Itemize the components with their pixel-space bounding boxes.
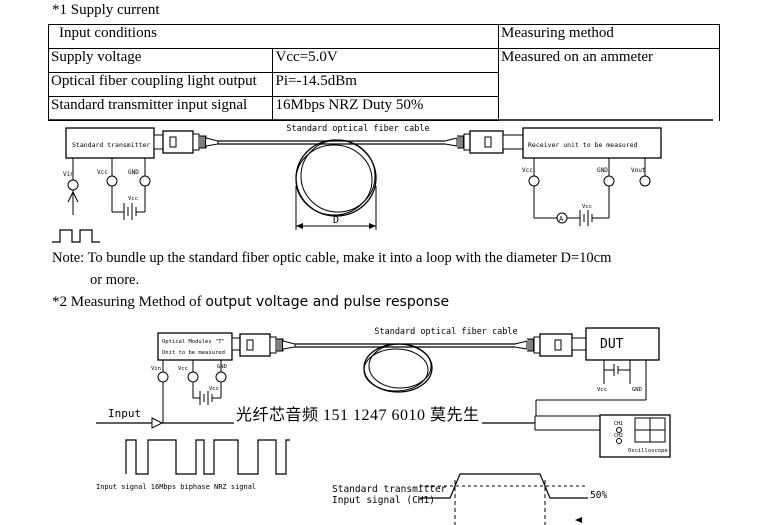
gnd-label-dut: GND	[632, 387, 642, 393]
row-label: Supply voltage	[47, 48, 274, 73]
supply-current-table: Input conditions Measuring method Supply…	[47, 24, 720, 121]
vcc-label-1: Vcc	[97, 169, 108, 176]
receiver-label: Receiver unit to be measured	[528, 141, 638, 149]
section2-heading-sans: output voltage and pulse response	[205, 294, 450, 310]
table-header-row: Input conditions Measuring method	[48, 24, 720, 49]
module-label-line1: Optical Modules "T"	[162, 339, 225, 345]
row-value: 16Mbps NRZ Duty 50%	[272, 96, 499, 121]
signal-caption: Input signal 16Mbps biphase NRZ signal	[96, 483, 256, 491]
section2-heading: *2 Measuring Method of output voltage an…	[52, 294, 449, 311]
arrow-icon	[575, 517, 582, 523]
method-cell: Measured on an ammeter	[498, 48, 720, 121]
ammeter-label: A	[559, 215, 564, 223]
row-value: Vcc=5.0V	[272, 48, 499, 73]
optical-module-box	[157, 332, 233, 361]
fifty-percent-label: 50%	[590, 490, 607, 501]
ch1-label: CH1	[614, 421, 623, 427]
receiver-pins	[528, 158, 651, 226]
timing-waveform	[420, 473, 588, 499]
gnd-label-2: GND	[217, 364, 227, 370]
pulse-train-1	[52, 229, 100, 243]
ch2-jack-icon	[616, 438, 622, 444]
standard-transmitter-box	[65, 127, 155, 159]
cable-label-1: Standard optical fiber cable	[286, 124, 429, 134]
fiber-loop-2	[363, 343, 433, 393]
header-measuring-method: Measuring method	[498, 24, 720, 49]
section1-heading: *1 Supply current	[52, 2, 160, 18]
header-input-conditions: Input conditions	[48, 24, 499, 49]
receiver-unit-box	[522, 127, 662, 159]
module-pins	[157, 360, 227, 420]
note-line-1: Note: To bundle up the standard fiber op…	[52, 250, 612, 266]
timing-label-line1: Standard transmitter	[332, 484, 447, 495]
vcc-label-2: Vcc	[178, 366, 188, 372]
gnd-label-rx: GND	[597, 167, 608, 174]
biphase-signal	[125, 439, 290, 475]
dut-pins	[535, 360, 647, 416]
fiber-loop	[295, 139, 377, 217]
vcc-supply-label-1: Vcc	[128, 196, 138, 202]
left-connector	[153, 130, 219, 154]
ch2-label: CH2	[614, 433, 623, 439]
diameter-label: D	[333, 215, 339, 226]
vout-label-rx: Vout	[631, 167, 646, 174]
dut-box	[585, 327, 660, 361]
note-line-2: or more.	[90, 272, 140, 288]
transmitter-label: Standard transmitter	[72, 141, 150, 149]
timing-label-line2: Input signal (CH1)	[332, 495, 435, 506]
vcc-supply-label-2: Vcc	[209, 386, 219, 392]
probe-arrow-icon	[151, 417, 164, 429]
row-label: Standard transmitter input signal	[47, 96, 274, 121]
vcc-label-rx: Vcc	[522, 167, 533, 174]
table-row: Standard transmitter input signal 16Mbps…	[47, 96, 720, 121]
scope-probe-box	[534, 415, 601, 431]
vcc-supply-label-rx: Vcc	[582, 204, 592, 210]
dut-label: DUT	[600, 337, 624, 352]
input-label: Input	[108, 407, 141, 420]
cable-label-2: Standard optical fiber cable	[374, 327, 517, 337]
module-label-line2: Unit to be measured	[162, 350, 225, 356]
watermark-text: 光纤芯音频 151 1247 6010 莫先生	[234, 401, 482, 425]
diameter-dimension	[295, 186, 377, 230]
ch1-jack-icon	[616, 427, 622, 433]
gnd-label-1: GND	[128, 169, 139, 176]
section2-heading-prefix: *2 Measuring Method of	[52, 294, 206, 310]
vin-label-2: Vin	[151, 366, 161, 372]
oscilloscope-label: Oscilloscope	[628, 448, 668, 454]
right-connector-2	[514, 333, 587, 357]
table-row: Optical fiber coupling light output Pi=-…	[47, 72, 720, 97]
table-row: Supply voltage Vcc=5.0V Measured on an a…	[47, 48, 720, 121]
right-connector	[444, 130, 524, 154]
row-value: Pi=-14.5dBm	[272, 72, 499, 97]
vcc-label-dut: Vcc	[597, 387, 607, 393]
vin-label-1: Vin	[63, 171, 74, 178]
left-connector-2	[231, 333, 296, 357]
transmitter-pins	[67, 158, 151, 220]
